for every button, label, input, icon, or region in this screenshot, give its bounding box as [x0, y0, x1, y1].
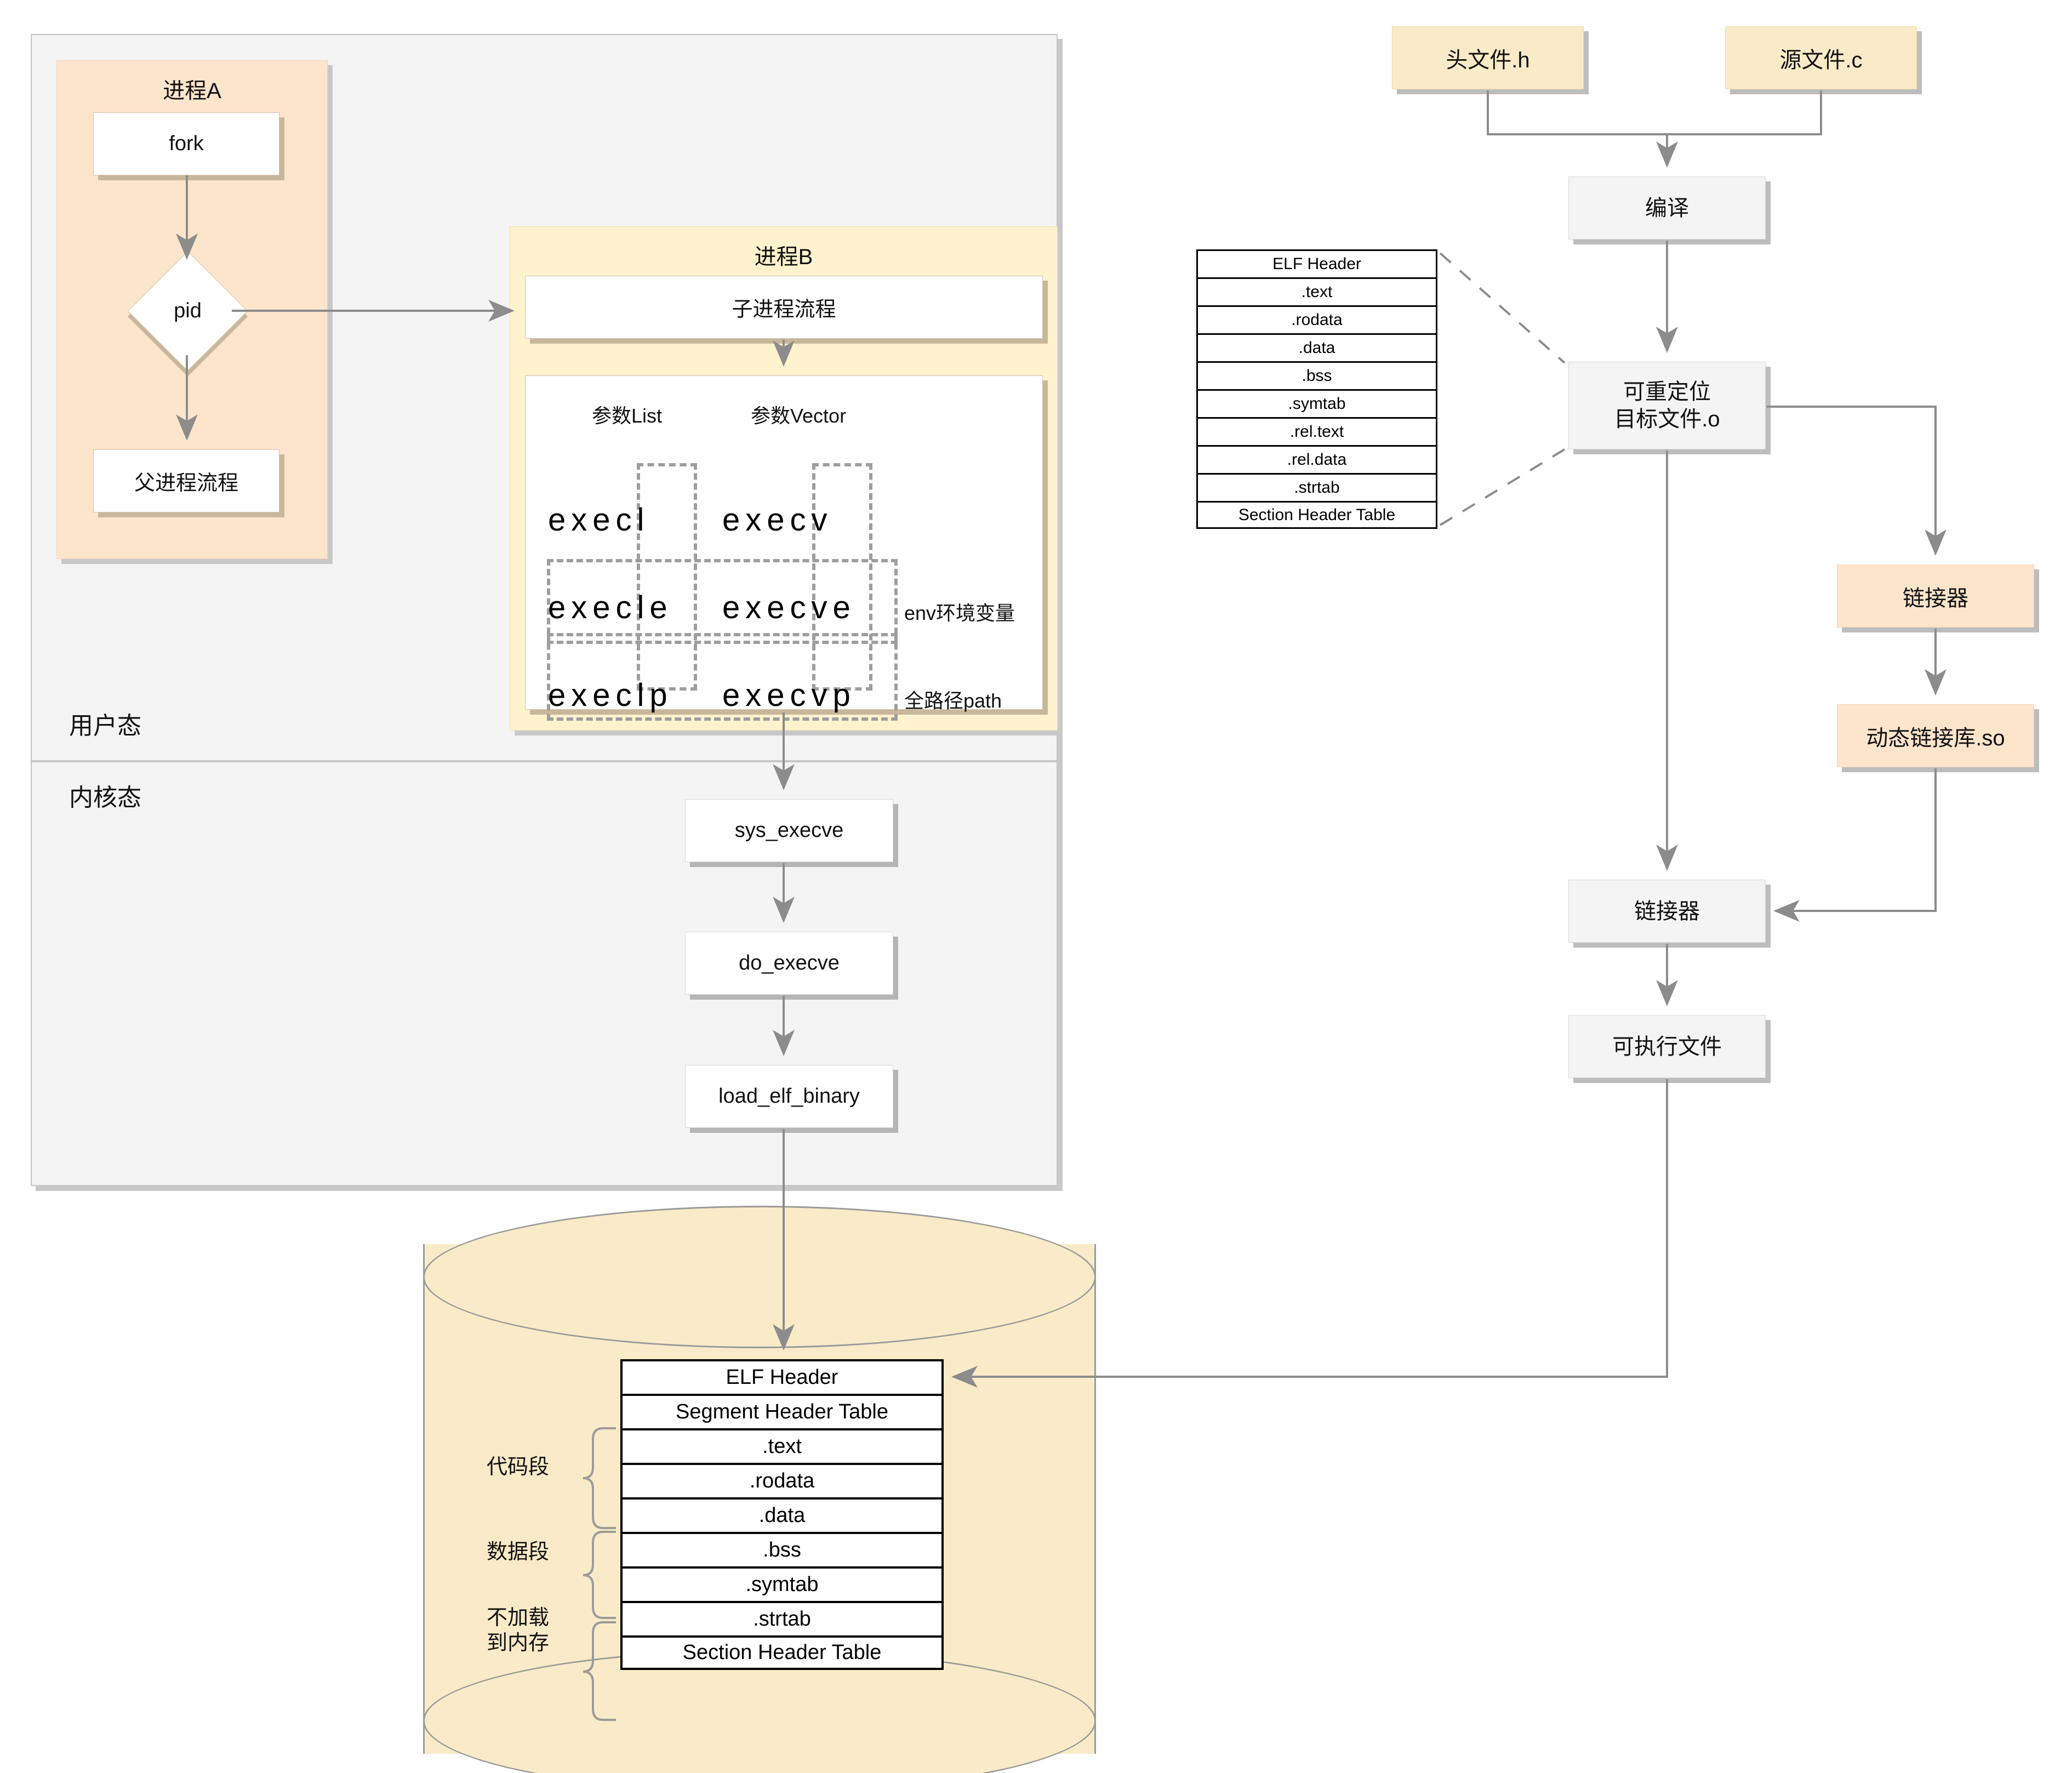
child-process-flow-box[interactable]: 子进程流程	[525, 276, 1043, 339]
exec-path-note: 全路径path	[904, 689, 1002, 712]
memory-table-row: Section Header Table	[620, 1635, 944, 1670]
relocatable-object-box[interactable]: 可重定位 目标文件.o	[1568, 362, 1766, 449]
memory-table-row: Segment Header Table	[620, 1394, 944, 1428]
not-loaded-line-2: 到内存	[487, 1631, 550, 1655]
segment-group-label-code: 代码段	[487, 1456, 550, 1479]
process-b-title: 进程B	[754, 245, 813, 269]
final-linker-box[interactable]: 链接器	[1568, 880, 1766, 943]
shared-object-box[interactable]: 动态链接库.so	[1837, 704, 2034, 767]
memory-table-row: ELF Header	[620, 1359, 944, 1394]
exec-word-execlp: execlp	[548, 677, 673, 713]
parent-process-flow-box[interactable]: 父进程流程	[93, 449, 279, 512]
edge-object-to-dynamic-linker	[1767, 406, 1947, 556]
pid-label: pid	[174, 299, 202, 322]
process-a-title: 进程A	[163, 79, 221, 103]
fork-box[interactable]: fork	[93, 112, 279, 175]
source-file-box[interactable]: 源文件.c	[1725, 26, 1917, 89]
edge-headerfile-to-compile	[1487, 90, 1678, 168]
exec-column-title-list: 参数List	[592, 404, 663, 427]
dashed-highlight-env-row	[547, 559, 898, 644]
dashed-highlight-list-column	[637, 463, 697, 691]
header-file-box[interactable]: 头文件.h	[1392, 26, 1584, 89]
exec-word-execv: execv	[722, 502, 833, 538]
user-mode-label: 用户态	[69, 712, 141, 739]
compile-box[interactable]: 编译	[1568, 176, 1766, 240]
memory-cylinder-bottom	[423, 1650, 1096, 1773]
dashed-object-expand-bottom	[1439, 448, 1566, 526]
memory-table-row: .text	[620, 1428, 944, 1463]
exec-column-title-vector: 参数Vector	[751, 404, 847, 427]
object-table-row: .data	[1196, 333, 1437, 361]
dashed-object-expand-top	[1439, 252, 1566, 364]
relocatable-object-line-2: 目标文件.o	[1614, 407, 1720, 431]
object-table-row: .rodata	[1196, 305, 1437, 333]
exec-env-note: env环境变量	[904, 602, 1015, 624]
memory-table-row: .data	[620, 1497, 944, 1532]
memory-table-row: .strtab	[620, 1601, 944, 1635]
load-elf-binary-box[interactable]: load_elf_binary	[685, 1065, 893, 1128]
memory-cylinder-top	[423, 1206, 1096, 1348]
not-loaded-line-1: 不加载	[487, 1606, 550, 1629]
dynamic-linker-box[interactable]: 链接器	[1837, 565, 2034, 628]
dashed-highlight-path-row	[547, 633, 898, 721]
exec-word-execl: execl	[548, 502, 650, 538]
object-table-row: Section Header Table	[1196, 501, 1437, 529]
object-table-row: .symtab	[1196, 389, 1437, 417]
memory-table-row: .symtab	[620, 1566, 944, 1601]
pid-decision[interactable]: pid	[127, 250, 248, 372]
exec-word-execve: execve	[722, 590, 856, 625]
executable-file-box[interactable]: 可执行文件	[1568, 1015, 1766, 1078]
object-table-row: .text	[1196, 277, 1437, 305]
memory-image-section-table: ELF Header Segment Header Table .text .r…	[620, 1359, 944, 1670]
memory-table-row: .bss	[620, 1532, 944, 1566]
sys-execve-box[interactable]: sys_execve	[685, 799, 893, 862]
object-table-row: ELF Header	[1196, 249, 1437, 277]
dashed-highlight-vector-column	[812, 463, 872, 691]
segment-group-label-not-loaded: 不加载 到内存	[487, 1606, 549, 1656]
relocatable-object-line-1: 可重定位	[1623, 380, 1711, 404]
object-table-row: .rel.data	[1196, 445, 1437, 473]
object-table-row: .bss	[1196, 361, 1437, 389]
segment-group-label-data: 数据段	[487, 1541, 550, 1564]
object-table-row: .rel.text	[1196, 417, 1437, 445]
kernel-mode-label: 内核态	[69, 784, 141, 811]
kernel-mode-lane	[31, 761, 1058, 1186]
object-table-row: .strtab	[1196, 473, 1437, 501]
exec-family-panel	[525, 375, 1043, 710]
edge-so-to-final-linker	[1773, 768, 1937, 922]
do-execve-box[interactable]: do_execve	[685, 932, 893, 995]
edge-sourcefile-to-compile	[1667, 90, 1822, 135]
exec-word-execvp: execvp	[722, 677, 856, 713]
exec-word-execle: execle	[548, 590, 673, 625]
memory-table-row: .rodata	[620, 1463, 944, 1497]
object-file-section-table: ELF Header .text .rodata .data .bss .sym…	[1196, 249, 1437, 529]
